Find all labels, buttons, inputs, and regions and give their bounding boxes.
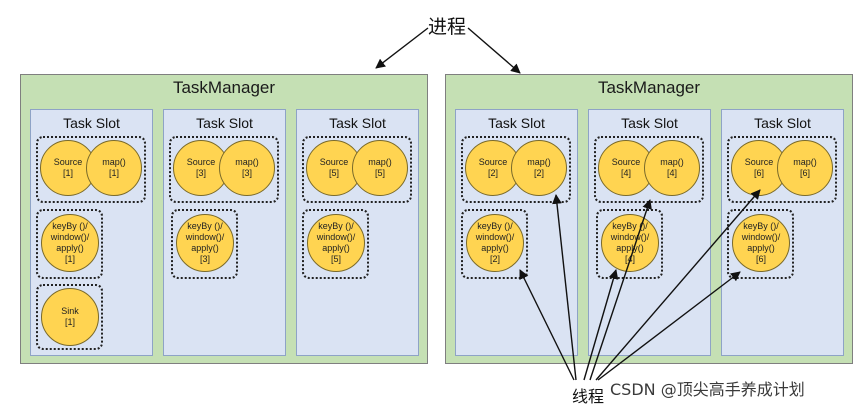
thread-arrow xyxy=(597,271,741,381)
thread-arrow xyxy=(583,269,619,381)
task-slot-2: Task Slot Source [3] map() [3] keyBy ()/… xyxy=(163,109,286,356)
task-slot-title: Task Slot xyxy=(63,115,120,131)
task-slot-title: Task Slot xyxy=(488,115,545,131)
map-operator: map() [2] xyxy=(511,140,567,196)
task-slot-1: Task Slot Source [1] map() [1] keyBy ()/… xyxy=(30,109,153,356)
process-arrow-left xyxy=(375,27,429,69)
thread-label: 线程 xyxy=(572,387,605,406)
keyby-group xyxy=(36,209,103,279)
map-operator: map() [1] xyxy=(86,140,142,196)
task-slot-title: Task Slot xyxy=(196,115,253,131)
keyby-group xyxy=(596,209,663,279)
source-map-chain-group xyxy=(302,136,412,203)
keyby-window-apply-operator: keyBy ()/ window()/ apply() [2] xyxy=(466,214,524,272)
task-slot-title: Task Slot xyxy=(621,115,678,131)
process-label: 进程 xyxy=(428,16,467,38)
task-manager-1: TaskManager Task Slot Source [1] map() [… xyxy=(20,74,428,364)
map-operator: map() [6] xyxy=(777,140,833,196)
task-slot-4: Task Slot Source [2] map() [2] keyBy ()/… xyxy=(455,109,578,356)
keyby-window-apply-operator: keyBy ()/ window()/ apply() [1] xyxy=(41,214,99,272)
keyby-group xyxy=(461,209,528,279)
sink-operator: Sink [1] xyxy=(41,288,99,346)
process-arrow-right xyxy=(467,27,521,74)
source-map-chain-group xyxy=(36,136,146,203)
keyby-window-apply-operator: keyBy ()/ window()/ apply() [4] xyxy=(601,214,659,272)
sink-group xyxy=(36,284,103,350)
task-manager-title: TaskManager xyxy=(597,78,701,97)
source-map-chain-group xyxy=(169,136,279,203)
task-slot-6: Task Slot Source [6] map() [6] keyBy ()/… xyxy=(721,109,844,356)
thread-arrow xyxy=(519,269,575,381)
map-operator: map() [3] xyxy=(219,140,275,196)
map-operator: map() [5] xyxy=(352,140,408,196)
source-map-chain-group xyxy=(461,136,571,203)
keyby-window-apply-operator: keyBy ()/ window()/ apply() [3] xyxy=(176,214,234,272)
keyby-group xyxy=(171,209,238,279)
task-manager-2: TaskManager Task Slot Source [2] map() [… xyxy=(445,74,853,364)
keyby-group xyxy=(302,209,369,279)
source-map-chain-group xyxy=(727,136,837,203)
keyby-window-apply-operator: keyBy ()/ window()/ apply() [5] xyxy=(307,214,365,272)
map-operator: map() [4] xyxy=(644,140,700,196)
thread-arrow xyxy=(595,189,761,381)
thread-arrow xyxy=(552,194,577,381)
keyby-group xyxy=(727,209,794,279)
keyby-window-apply-operator: keyBy ()/ window()/ apply() [6] xyxy=(732,214,790,272)
task-slot-title: Task Slot xyxy=(754,115,811,131)
task-slot-title: Task Slot xyxy=(329,115,386,131)
thread-arrow xyxy=(589,199,652,381)
task-manager-title: TaskManager xyxy=(172,78,276,97)
watermark: CSDN @顶尖高手养成计划 xyxy=(610,380,805,399)
task-slot-3: Task Slot Source [5] map() [5] keyBy ()/… xyxy=(296,109,419,356)
task-slot-5: Task Slot Source [4] map() [4] keyBy ()/… xyxy=(588,109,711,356)
